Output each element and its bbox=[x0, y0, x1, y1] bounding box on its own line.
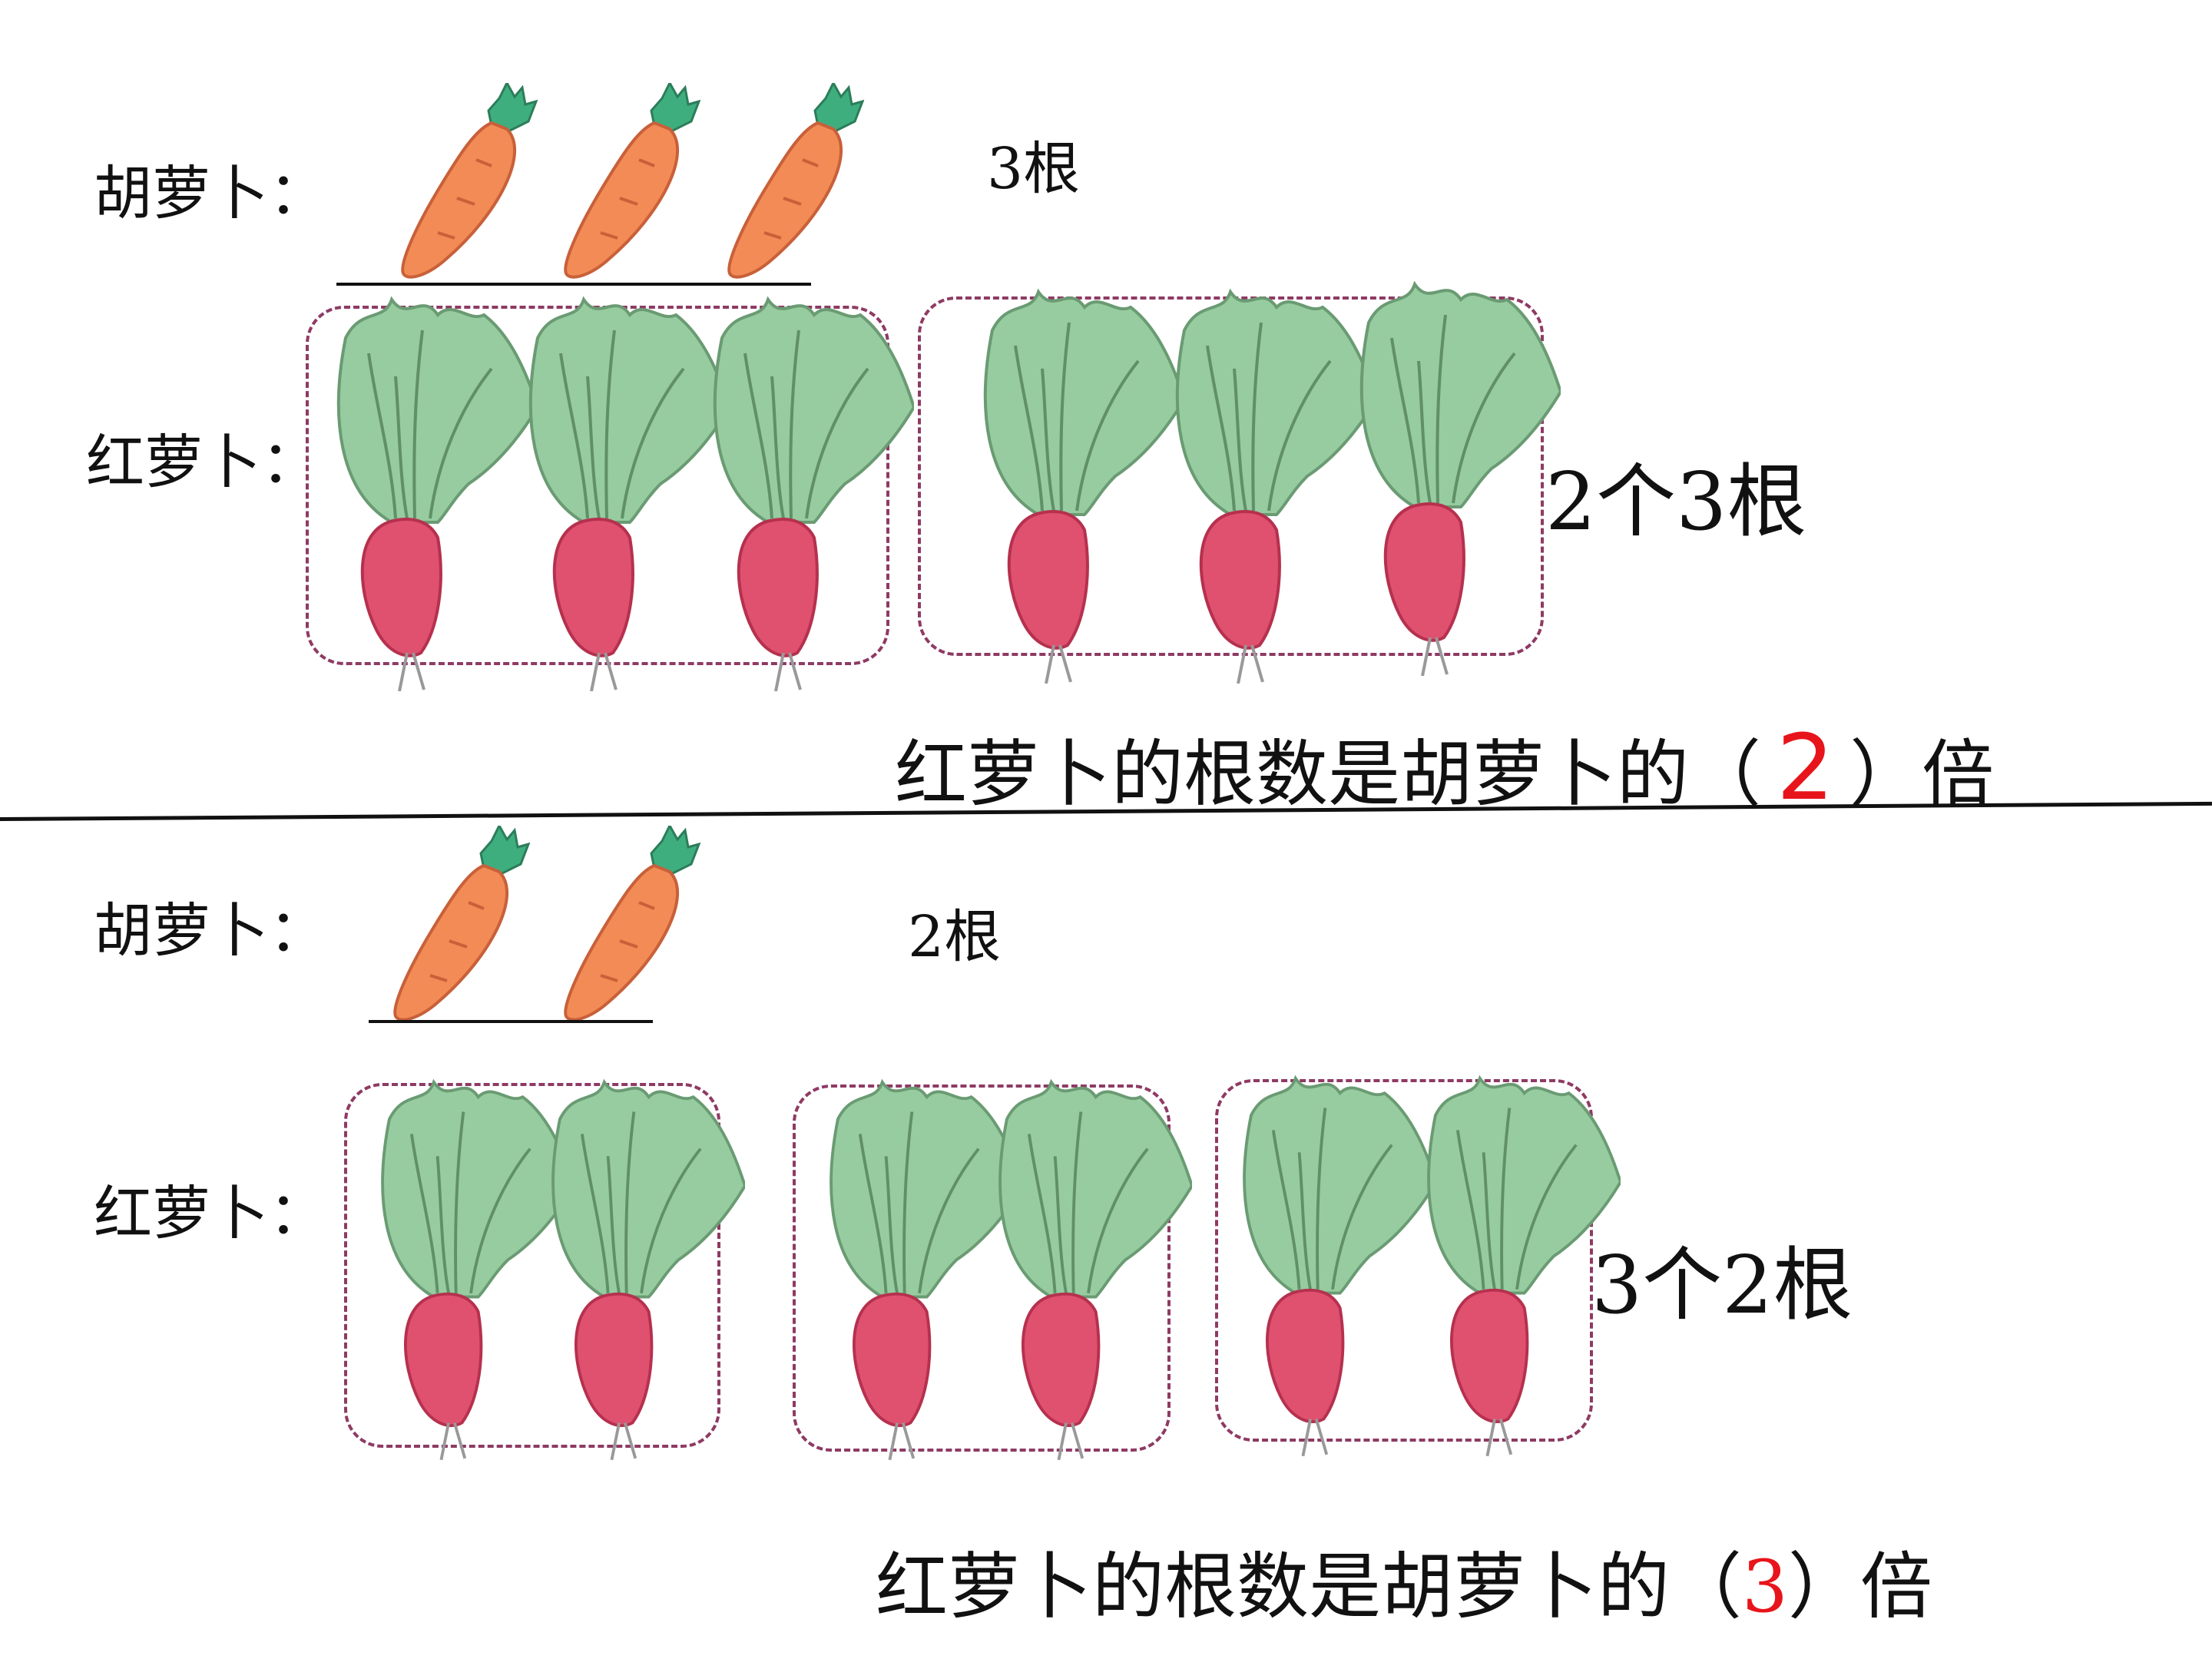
radish-icon bbox=[699, 292, 914, 691]
radish-icon bbox=[1346, 276, 1561, 676]
carrot-label: 胡萝卜： bbox=[94, 896, 327, 965]
radish-group-box bbox=[793, 1084, 1171, 1452]
answer-sentence: 红萝卜的根数是胡萝卜的（3）倍 bbox=[876, 1528, 1932, 1633]
radish-icon bbox=[515, 292, 730, 691]
radish-group-box bbox=[1215, 1079, 1593, 1442]
carrot-icon bbox=[547, 83, 700, 283]
answer-sentence: 红萝卜的根数是胡萝卜的（2）倍 bbox=[895, 714, 1994, 820]
radish-group-box bbox=[344, 1083, 720, 1448]
carrot-base-line bbox=[369, 1020, 653, 1023]
radish-icon bbox=[1413, 1068, 1621, 1459]
radish-icon bbox=[538, 1071, 745, 1463]
radish-icon bbox=[985, 1071, 1192, 1463]
sentence-after: ）倍 bbox=[1787, 1545, 1932, 1629]
carrot-base-line bbox=[336, 283, 811, 286]
carrot-icon bbox=[710, 83, 864, 283]
group-summary-text: 3个2根 bbox=[1591, 1238, 1853, 1332]
sentence-after: ）倍 bbox=[1849, 733, 1995, 816]
carrot-icon bbox=[376, 826, 530, 1025]
carrot-count-text: 3根 bbox=[987, 136, 1081, 202]
sentence-before: 红萝卜的根数是胡萝卜的（ bbox=[895, 733, 1762, 816]
radish-icon bbox=[969, 284, 1184, 684]
answer-value: 3 bbox=[1742, 1545, 1788, 1629]
radish-icon bbox=[323, 292, 538, 691]
radish-icon bbox=[1229, 1068, 1436, 1459]
carrot-icon bbox=[547, 826, 700, 1025]
answer-value: 2 bbox=[1777, 714, 1835, 820]
sentence-before: 红萝卜的根数是胡萝卜的（ bbox=[876, 1545, 1743, 1629]
radish-label: 红萝卜： bbox=[94, 1179, 327, 1247]
radish-icon bbox=[1161, 284, 1376, 684]
carrot-label: 胡萝卜： bbox=[94, 159, 327, 227]
carrot-count-text: 2根 bbox=[908, 904, 1002, 970]
group-summary-text: 2个3根 bbox=[1545, 455, 1807, 548]
carrot-icon bbox=[384, 83, 538, 283]
radish-label: 红萝卜： bbox=[86, 428, 320, 496]
